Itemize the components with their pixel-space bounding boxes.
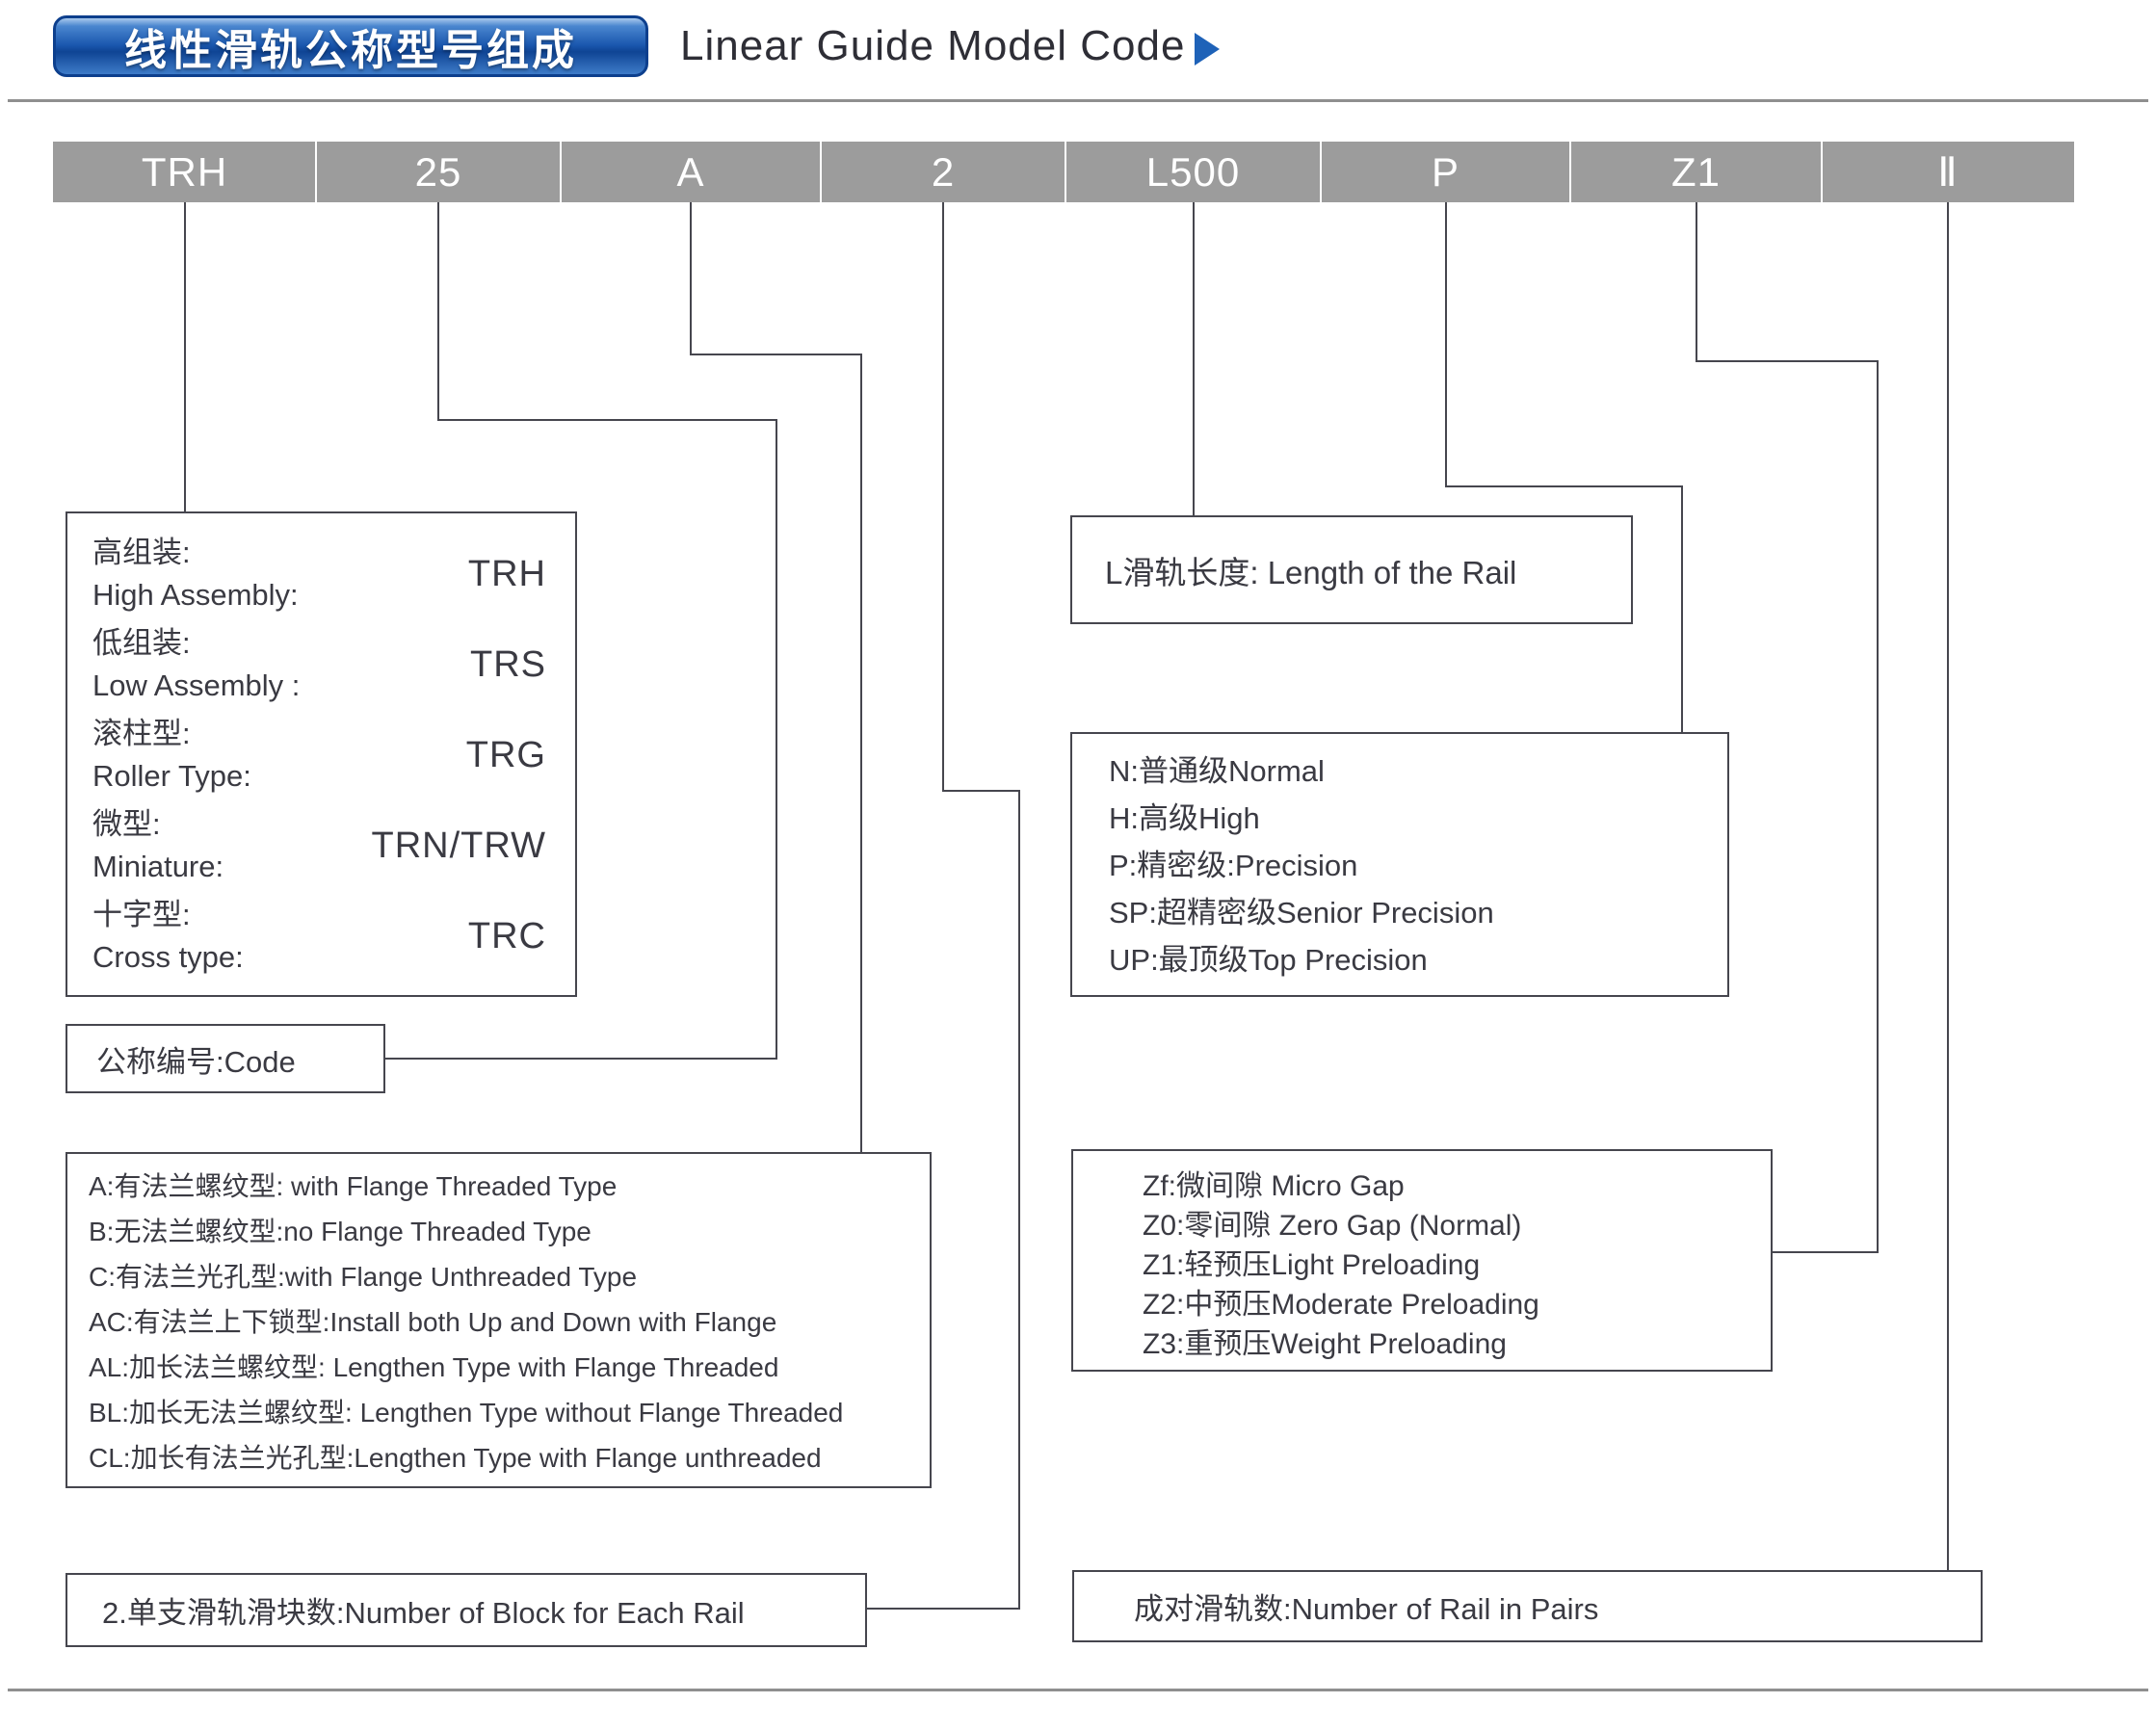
code-segment-series: TRH (141, 148, 228, 195)
connector-preload-line (1773, 1251, 1879, 1253)
connector-pairs-line (1947, 202, 1949, 1570)
assembly-cn: 微型: (92, 807, 161, 841)
connector-type-line (860, 354, 862, 1154)
connector-preload-line (1696, 202, 1697, 362)
code-segment-precision: P (1431, 148, 1459, 195)
bar-separator (1320, 142, 1322, 202)
bar-separator (820, 142, 822, 202)
preload-line: Z1:轻预压Light Preloading (1143, 1249, 1481, 1281)
precision-grades-box: N:普通级Normal H:高级High P:精密级:Precision SP:… (1070, 732, 1729, 997)
connector-blocks-line (1018, 790, 1020, 1610)
top-divider (8, 99, 2148, 102)
bar-separator (315, 142, 317, 202)
page-title-row: Linear Guide Model Code (680, 12, 1221, 81)
connector-length-line (1193, 202, 1195, 515)
title-badge-label: 线性滑轨公称型号组成 (124, 27, 577, 74)
precision-line: P:精密级:Precision (1109, 849, 1358, 882)
connector-precision-line (1681, 485, 1683, 732)
assembly-cn: 低组装: (92, 626, 191, 660)
block-type-line: BL:加长无法兰螺纹型: Lengthen Type without Flang… (89, 1398, 844, 1428)
assembly-en: Miniature: (92, 850, 224, 883)
block-type-line: A:有法兰螺纹型: with Flange Threaded Type (89, 1171, 618, 1201)
assembly-row: 低组装: Low Assembly : TRS (92, 619, 546, 710)
rails-in-pairs-box: 成对滑轨数:Number of Rail in Pairs (1072, 1570, 1983, 1642)
code-label-box: 公称编号:Code (66, 1024, 385, 1093)
assembly-code: TRH (467, 553, 546, 594)
code-segment-type: A (676, 148, 705, 195)
code-segment-preload: Z1 (1670, 148, 1721, 195)
bottom-divider (8, 1689, 2148, 1691)
code-label: 公称编号:Code (96, 1044, 296, 1079)
bar-separator (560, 142, 562, 202)
rails-in-pairs-label: 成对滑轨数:Number of Rail in Pairs (1134, 1592, 1599, 1626)
rail-length-label: L滑轨长度: Length of the Rail (1105, 554, 1517, 590)
assembly-code: TRN/TRW (371, 825, 546, 866)
assembly-code: TRG (465, 734, 546, 775)
blocks-per-rail-box: 2.单支滑轨滑块数:Number of Block for Each Rail (66, 1573, 867, 1647)
connector-type-line (690, 354, 862, 355)
assembly-types-box: 高组装: High Assembly: TRH 低组装: Low Assembl… (66, 511, 577, 997)
assembly-cn: 滚柱型: (92, 717, 191, 750)
precision-line: UP:最顶级Top Precision (1109, 943, 1428, 977)
connector-size-line (776, 419, 777, 1060)
assembly-row: 十字型: Cross type: TRC (92, 891, 546, 982)
precision-line: SP:超精密级Senior Precision (1109, 896, 1494, 930)
title-badge: 线性滑轨公称型号组成 (53, 15, 648, 77)
title-arrow-icon (1195, 33, 1221, 65)
preload-line: Zf:微间隙 Micro Gap (1143, 1170, 1405, 1202)
connector-size-line (385, 1058, 777, 1060)
connector-size-line (437, 202, 439, 421)
connector-blocks-line (942, 202, 944, 792)
connector-preload-line (1877, 360, 1879, 1253)
block-type-line: AL:加长法兰螺纹型: Lengthen Type with Flange Th… (89, 1352, 779, 1382)
preload-line: Z2:中预压Moderate Preloading (1143, 1289, 1539, 1321)
block-type-box: A:有法兰螺纹型: with Flange Threaded Type B:无法… (66, 1152, 932, 1488)
connector-precision-line (1445, 485, 1683, 487)
connector-blocks-line (867, 1608, 1020, 1610)
precision-line: H:高级High (1109, 801, 1260, 835)
connector-precision-line (1445, 202, 1447, 487)
assembly-en: Low Assembly : (92, 668, 301, 702)
block-type-line: B:无法兰螺纹型:no Flange Threaded Type (89, 1217, 592, 1246)
model-code-bar: TRH 25 A 2 L500 P Z1 Ⅱ (53, 142, 2074, 202)
block-type-line: C:有法兰光孔型:with Flange Unthreaded Type (89, 1262, 638, 1292)
assembly-cn: 十字型: (92, 898, 191, 931)
code-segment-blocks: 2 (931, 148, 956, 195)
blocks-per-rail-label: 2.单支滑轨滑块数:Number of Block for Each Rail (102, 1596, 745, 1630)
rail-length-box: L滑轨长度: Length of the Rail (1070, 515, 1633, 624)
block-type-line: CL:加长有法兰光孔型:Lengthen Type with Flange un… (89, 1443, 822, 1473)
assembly-row: 滚柱型: Roller Type: TRG (92, 710, 546, 800)
connector-blocks-line (942, 790, 1020, 792)
bar-separator (1065, 142, 1066, 202)
connector-type-line (690, 202, 692, 355)
assembly-code: TRC (467, 915, 546, 956)
assembly-cn: 高组装: (92, 536, 191, 569)
precision-line: N:普通级Normal (1109, 754, 1325, 788)
code-segment-pairs: Ⅱ (1937, 149, 1959, 195)
connector-preload-line (1696, 360, 1879, 362)
assembly-code: TRS (470, 643, 546, 685)
bar-separator (1569, 142, 1571, 202)
assembly-row: 微型: Miniature: TRN/TRW (92, 800, 546, 891)
assembly-en: Cross type: (92, 940, 244, 974)
block-type-line: AC:有法兰上下锁型:Install both Up and Down with… (89, 1307, 777, 1337)
bar-separator (1821, 142, 1823, 202)
page-title: Linear Guide Model Code (680, 22, 1186, 69)
assembly-row: 高组装: High Assembly: TRH (92, 529, 546, 619)
preload-line: Z0:零间隙 Zero Gap (Normal) (1143, 1210, 1522, 1242)
preload-box: Zf:微间隙 Micro Gap Z0:零间隙 Zero Gap (Normal… (1071, 1149, 1773, 1372)
preload-line: Z3:重预压Weight Preloading (1143, 1328, 1507, 1360)
assembly-en: High Assembly: (92, 578, 299, 612)
connector-size-line (437, 419, 777, 421)
assembly-en: Roller Type: (92, 759, 251, 793)
connector-series-line (184, 202, 186, 511)
code-segment-length: L500 (1145, 148, 1241, 195)
code-segment-size: 25 (414, 148, 462, 195)
